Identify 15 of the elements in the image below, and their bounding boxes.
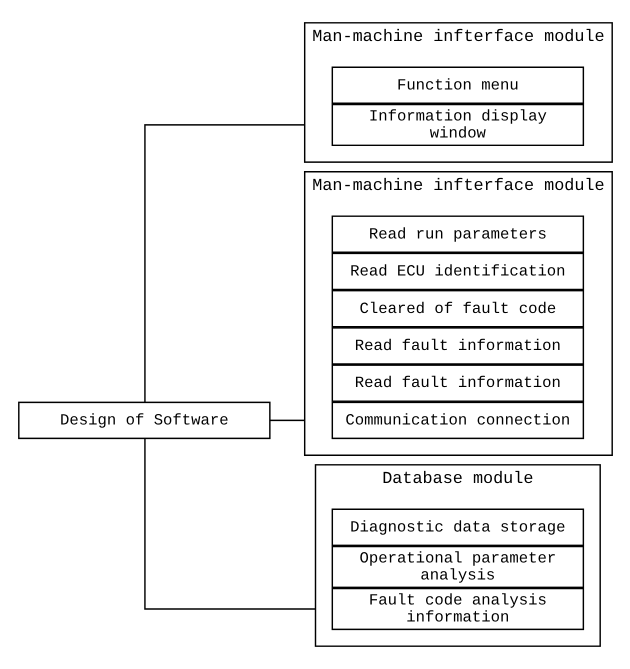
node-box: Information display window xyxy=(331,104,584,146)
node-box: Function menu xyxy=(331,66,584,104)
node-box: Diagnostic data storage xyxy=(331,508,584,546)
connector xyxy=(270,420,304,422)
node-box: Read run parameters xyxy=(331,215,584,253)
node-box: Cleared of fault code xyxy=(331,290,584,328)
node-box: Read fault information xyxy=(331,364,584,402)
node-box: Read fault information xyxy=(331,327,584,365)
connector xyxy=(144,124,304,402)
connector xyxy=(144,438,315,610)
node-box: Fault code analysis information xyxy=(331,588,584,630)
node-box: Design of Software xyxy=(18,402,270,440)
node-box: Read ECU identification xyxy=(331,252,584,290)
node-box: Operational parameter analysis xyxy=(331,546,584,588)
node-box: Communication connection xyxy=(331,402,584,440)
